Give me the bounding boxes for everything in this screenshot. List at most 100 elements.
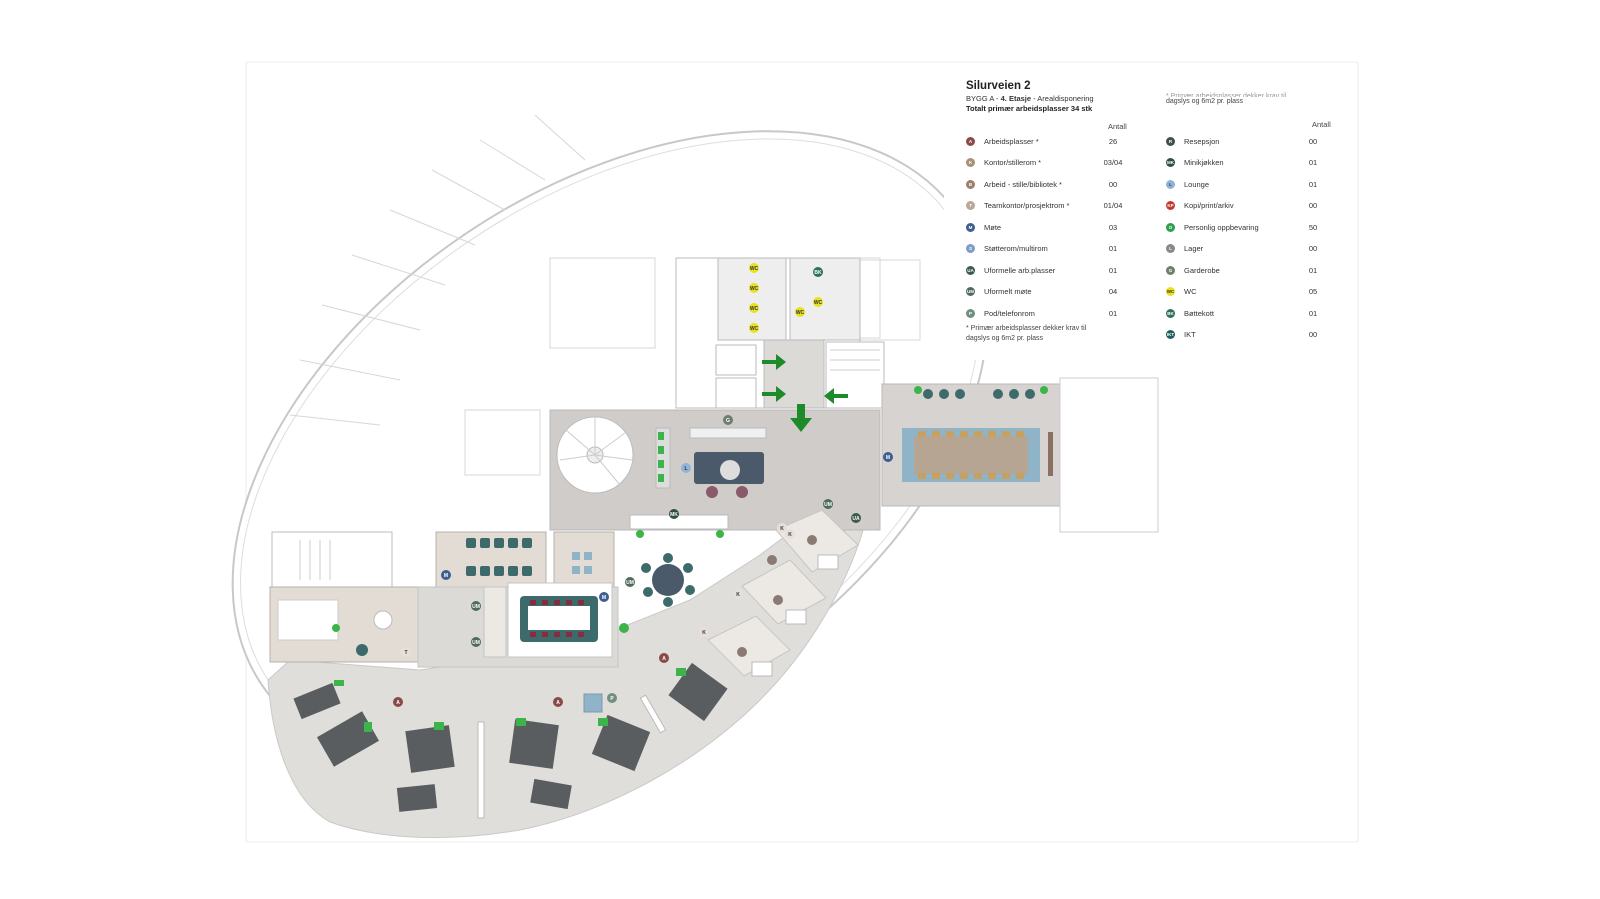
legend-badge-icon: B (966, 179, 975, 189)
legend-count: 03 (1108, 222, 1118, 232)
legend-badge-icon: O (1166, 222, 1175, 232)
legend-label: Teamkontor/prosjektrom * (984, 201, 1070, 210)
desk-plants (334, 668, 686, 732)
svg-text:P: P (610, 696, 614, 702)
marker-t: T (401, 647, 411, 657)
plant-icon (332, 624, 340, 632)
marker-um-1: UM (471, 601, 481, 611)
marker-k-3: K (733, 589, 743, 599)
svg-text:M: M (886, 455, 890, 461)
marker-um-3: UM (625, 577, 635, 587)
marker-l: L (681, 463, 691, 473)
lounge-plants (655, 427, 671, 489)
legend-label: Personlig oppbevaring (1184, 222, 1259, 232)
legend-count: 01 (1108, 308, 1118, 318)
marker-wc-5: WC (795, 307, 805, 317)
legend-subtitle-suffix: - Arealdisponering (1033, 94, 1094, 103)
plant-icons (619, 530, 724, 633)
legend-count: 01/04 (1103, 201, 1123, 210)
kitchen-counter (629, 514, 729, 530)
legend-floor: 4. Etasje (1000, 94, 1032, 103)
plan-markers: A A A K K K K M M M UM UM UM UM UA L G P… (393, 263, 893, 707)
legend-badge-icon: MK (1166, 158, 1175, 167)
lift-1 (715, 344, 757, 376)
legend-row-right-9: IKT IKT 00 (1166, 328, 1327, 342)
legend-label: Uformelt møte (984, 287, 1032, 296)
marker-ua: UA (851, 513, 861, 523)
legend-label: IKT (1184, 330, 1196, 339)
lift-2 (715, 377, 757, 409)
marker-wc-1: WC (749, 263, 759, 273)
legend-label: WC (1184, 287, 1197, 296)
legend-right-count-header: Antall (1312, 120, 1331, 129)
legend-row-left-5: S Støtterom/multirom 01 (966, 242, 1127, 256)
legend-badge-icon: L (1166, 244, 1175, 253)
legend-label: Garderobe (1184, 265, 1220, 275)
phone-booths (483, 586, 507, 658)
office-chairs (737, 535, 817, 657)
marker-g: G (723, 415, 733, 425)
meeting-room-center-top (528, 606, 590, 630)
legend-row-left-1: K Kontor/stillerom * 03/04 (966, 156, 1127, 170)
legend-badge-icon: S (966, 244, 975, 253)
legend-label: Kopi/print/arkiv (1184, 201, 1234, 210)
meeting-room-top-chairs (466, 538, 532, 576)
marker-a-2: A (553, 697, 563, 707)
marker-m-2: M (599, 592, 609, 602)
legend-badge-icon: UA (966, 265, 975, 275)
support-room-chairs (572, 552, 592, 574)
legend-count: 03/04 (1103, 158, 1123, 167)
svg-text:K: K (736, 592, 740, 598)
marker-bk: BK (813, 267, 823, 277)
lounge-shelf (689, 427, 767, 439)
svg-text:WC: WC (796, 310, 805, 316)
board-room-stools (923, 389, 1035, 399)
marker-um-4: UM (823, 499, 833, 509)
svg-text:WC: WC (750, 286, 759, 292)
svg-text:WC: WC (750, 306, 759, 312)
legend-count: 00 (1308, 136, 1318, 146)
team-office-chair (356, 644, 368, 656)
stair-left (271, 531, 393, 588)
legend-count: 01 (1308, 265, 1318, 275)
round-table-chairs (641, 553, 695, 607)
legend-count: 05 (1308, 287, 1318, 296)
legend-count: 50 (1308, 222, 1318, 232)
svg-text:K: K (788, 532, 792, 538)
marker-p: P (607, 693, 617, 703)
board-room-screen (1048, 432, 1053, 476)
legend-count: 00 (1308, 330, 1318, 339)
legend-title: Silurveien 2 (966, 80, 1031, 92)
legend-label: Resepsjon (1184, 136, 1220, 146)
legend-label: Minikjøkken (1184, 158, 1224, 167)
legend-label: Kontor/stillerom * (984, 158, 1042, 167)
legend-label: Støtterom/multirom (984, 244, 1048, 253)
legend-badge-icon: IKT (1166, 330, 1175, 339)
corridor-core (763, 339, 825, 409)
legend-label: Arbeid - stille/bibliotek * (984, 179, 1062, 189)
office-desks (751, 554, 839, 677)
marker-wc-2: WC (749, 283, 759, 293)
legend-count: 00 (1108, 179, 1118, 189)
legend-count: 01 (1308, 308, 1318, 318)
legend-badge-icon: UM (966, 287, 975, 296)
legend-count: 01 (1108, 244, 1118, 253)
legend-badge-icon: K (966, 158, 975, 167)
wc-block-right (789, 257, 861, 341)
svg-text:WC: WC (750, 326, 759, 332)
legend-label: Møte (984, 222, 1002, 232)
svg-text:UM: UM (472, 604, 480, 610)
legend-count: 00 (1308, 244, 1318, 253)
svg-text:WC: WC (814, 300, 823, 306)
desk-clusters (293, 662, 728, 812)
marker-um-2: UM (471, 637, 481, 647)
legend-label: Lounge (1184, 179, 1210, 189)
